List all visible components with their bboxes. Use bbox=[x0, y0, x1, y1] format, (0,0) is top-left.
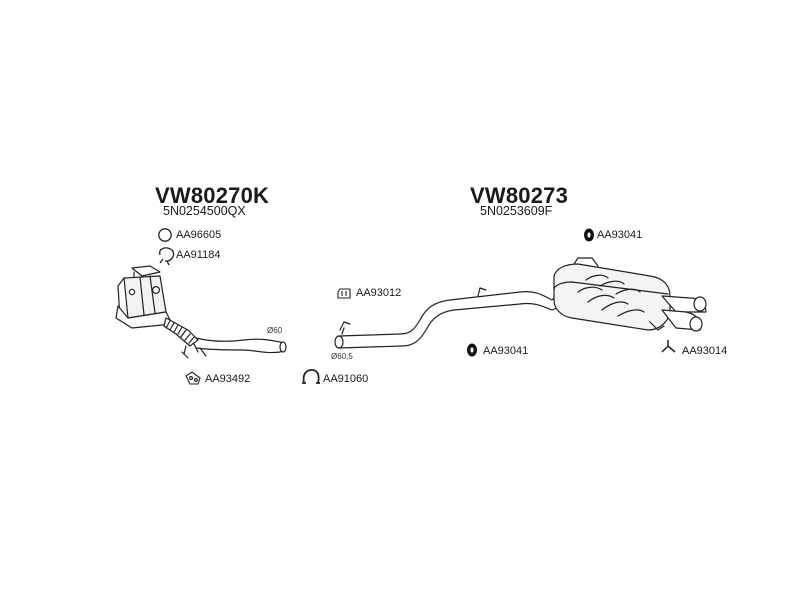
assembly-ref-vw80270k: VW80270K bbox=[155, 183, 270, 208]
assembly-oem-number: 5N0253609F bbox=[480, 204, 553, 218]
pipe-diameter-label: Ø60 bbox=[267, 326, 283, 335]
assembly-ref-vw80273: VW80273 bbox=[470, 183, 569, 208]
rear-silencer-drawing bbox=[334, 257, 707, 349]
assembly-oem-number: 5N0254500QX bbox=[163, 204, 246, 218]
bracket-icon bbox=[337, 288, 351, 299]
pipe-diameter-label: Ø60,5 bbox=[331, 352, 353, 361]
particulate-filter-drawing bbox=[115, 265, 287, 359]
part-code-label: AA93014 bbox=[682, 345, 728, 357]
part-code-label: AA91060 bbox=[323, 373, 369, 385]
rubber-hanger-icon bbox=[467, 343, 477, 357]
part-code-label: AA93012 bbox=[356, 287, 402, 299]
flange-gasket-icon bbox=[185, 371, 201, 385]
part-code-label: AA91184 bbox=[176, 249, 221, 261]
part-code-label: AA96605 bbox=[176, 229, 222, 241]
y-hanger-icon bbox=[661, 340, 676, 353]
part-code-label: AA93041 bbox=[597, 229, 643, 241]
part-code-label: AA93492 bbox=[205, 373, 251, 385]
rubber-hanger-icon bbox=[584, 228, 594, 242]
ring-gasket-icon bbox=[158, 228, 172, 242]
band-clamp-icon bbox=[159, 247, 175, 266]
part-code-label: AA93041 bbox=[483, 345, 529, 357]
u-clamp-icon bbox=[302, 369, 320, 384]
